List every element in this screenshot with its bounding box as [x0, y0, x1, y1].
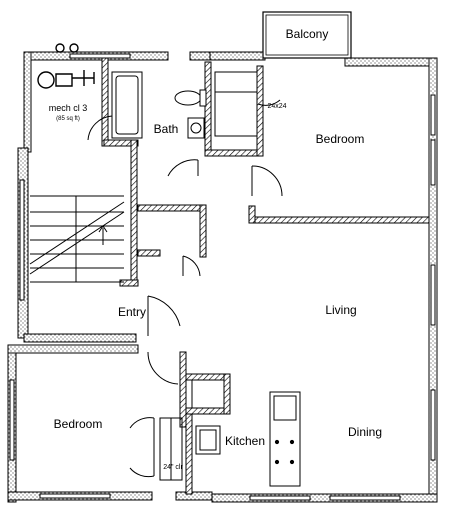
living-label: Living — [325, 303, 356, 317]
windows — [9, 53, 436, 501]
bedroom-closet — [159, 417, 183, 481]
bedroom-bottom-label: Bedroom — [54, 417, 103, 431]
closet-size-bottom-label: 24" clr — [163, 464, 183, 471]
dining-label: Dining — [348, 425, 382, 439]
kitchen-fixtures — [191, 379, 301, 487]
closet-size-top-label: 24x24 — [267, 103, 286, 110]
kitchen-label: Kitchen — [225, 434, 265, 448]
balcony-label: Balcony — [286, 27, 329, 41]
interior-walls — [101, 57, 430, 495]
balcony: Balcony — [262, 11, 352, 59]
doors — [87, 99, 283, 478]
room-labels: Bedroom Bath mech cl 3 (85 sq ft) 24x24 … — [49, 103, 382, 471]
bedroom-top-label: Bedroom — [316, 132, 365, 146]
stairs — [29, 195, 125, 283]
entry-label: Entry — [118, 305, 146, 319]
mech-equipment — [37, 43, 95, 89]
mech-area-label: (85 sq ft) — [56, 116, 80, 122]
bath-label: Bath — [154, 122, 179, 136]
mech-closet-label: mech cl 3 — [49, 103, 88, 113]
bath-fixtures — [111, 71, 258, 139]
